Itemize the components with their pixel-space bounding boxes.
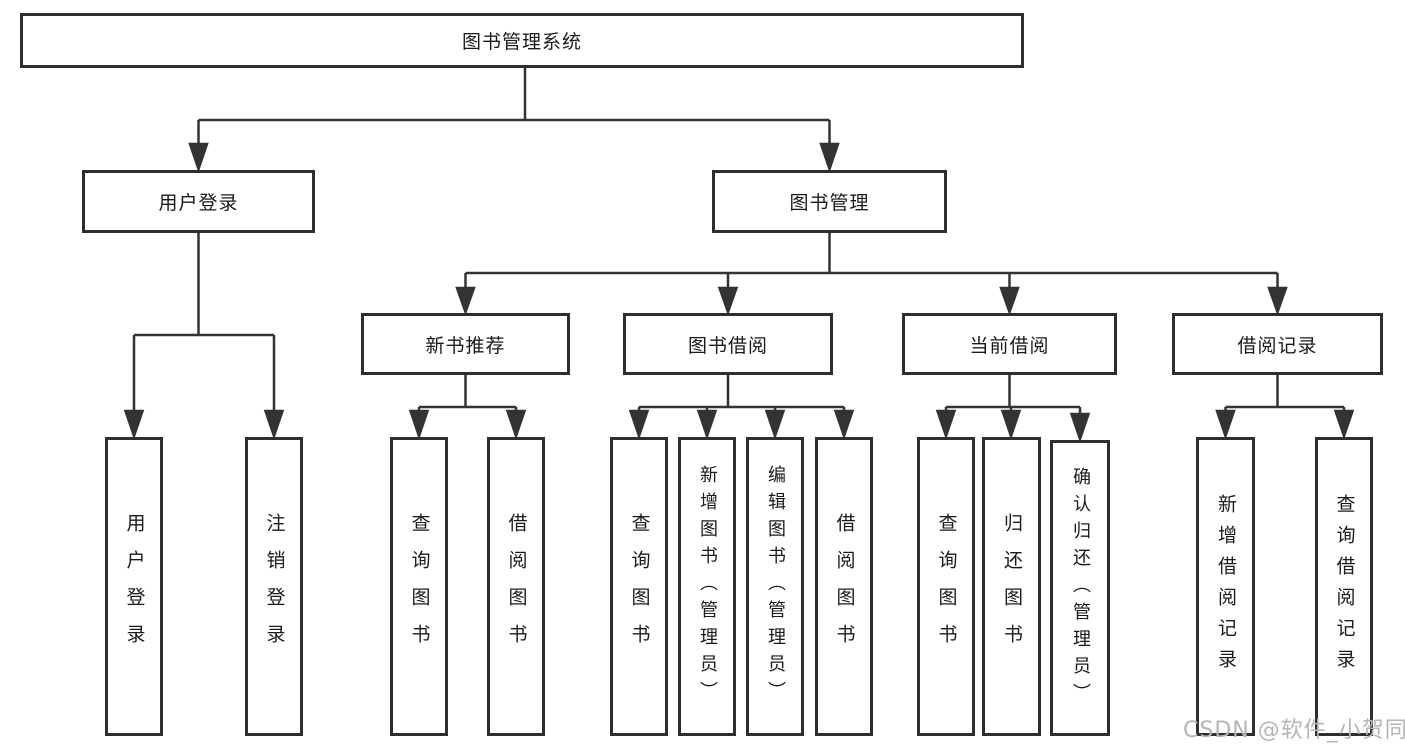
- connector-borrow-to-leaves: [628, 375, 855, 440]
- connector-records-to-leaves: [1215, 375, 1355, 440]
- leaf-current-return-books: 归还图书: [982, 437, 1041, 736]
- node-current-borrow: 当前借阅: [902, 313, 1117, 375]
- leaf-logout: 注销登录: [245, 437, 303, 736]
- leaf-borrow-edit-books-admin: 编辑图书（管理员）: [746, 437, 804, 736]
- leaf-records-add-record: 新增借阅记录: [1196, 437, 1255, 736]
- leaf-borrow-add-books-admin: 新增图书（管理员）: [678, 437, 736, 736]
- node-user-login: 用户登录: [82, 170, 315, 233]
- connector-book-mgmt-to-level3: [455, 233, 1288, 316]
- leaf-records-query-record: 查询借阅记录: [1315, 437, 1373, 736]
- connector-recommend-to-leaves: [408, 375, 527, 440]
- node-borrow-records: 借阅记录: [1172, 313, 1383, 375]
- leaf-current-confirm-return-admin: 确认归还（管理员）: [1050, 440, 1110, 736]
- connector-current-to-leaves: [935, 375, 1091, 443]
- leaf-borrow-query-books: 查询图书: [610, 437, 668, 736]
- watermark-text: CSDN @软件_小贺同学: [1183, 718, 1405, 743]
- leaf-user-login: 用户登录: [105, 437, 163, 736]
- node-book-borrow: 图书借阅: [623, 313, 833, 375]
- connector-root-to-level2: [188, 68, 840, 173]
- node-new-book-recommend: 新书推荐: [361, 313, 570, 375]
- leaf-recommend-query-books: 查询图书: [390, 437, 448, 736]
- leaf-current-query-books: 查询图书: [917, 437, 975, 736]
- connector-user-login-to-leaves: [123, 233, 285, 440]
- node-book-management: 图书管理: [712, 170, 947, 233]
- leaf-recommend-borrow-books: 借阅图书: [487, 437, 545, 736]
- leaf-borrow-borrow-books: 借阅图书: [815, 437, 873, 736]
- node-library-system: 图书管理系统: [20, 13, 1024, 68]
